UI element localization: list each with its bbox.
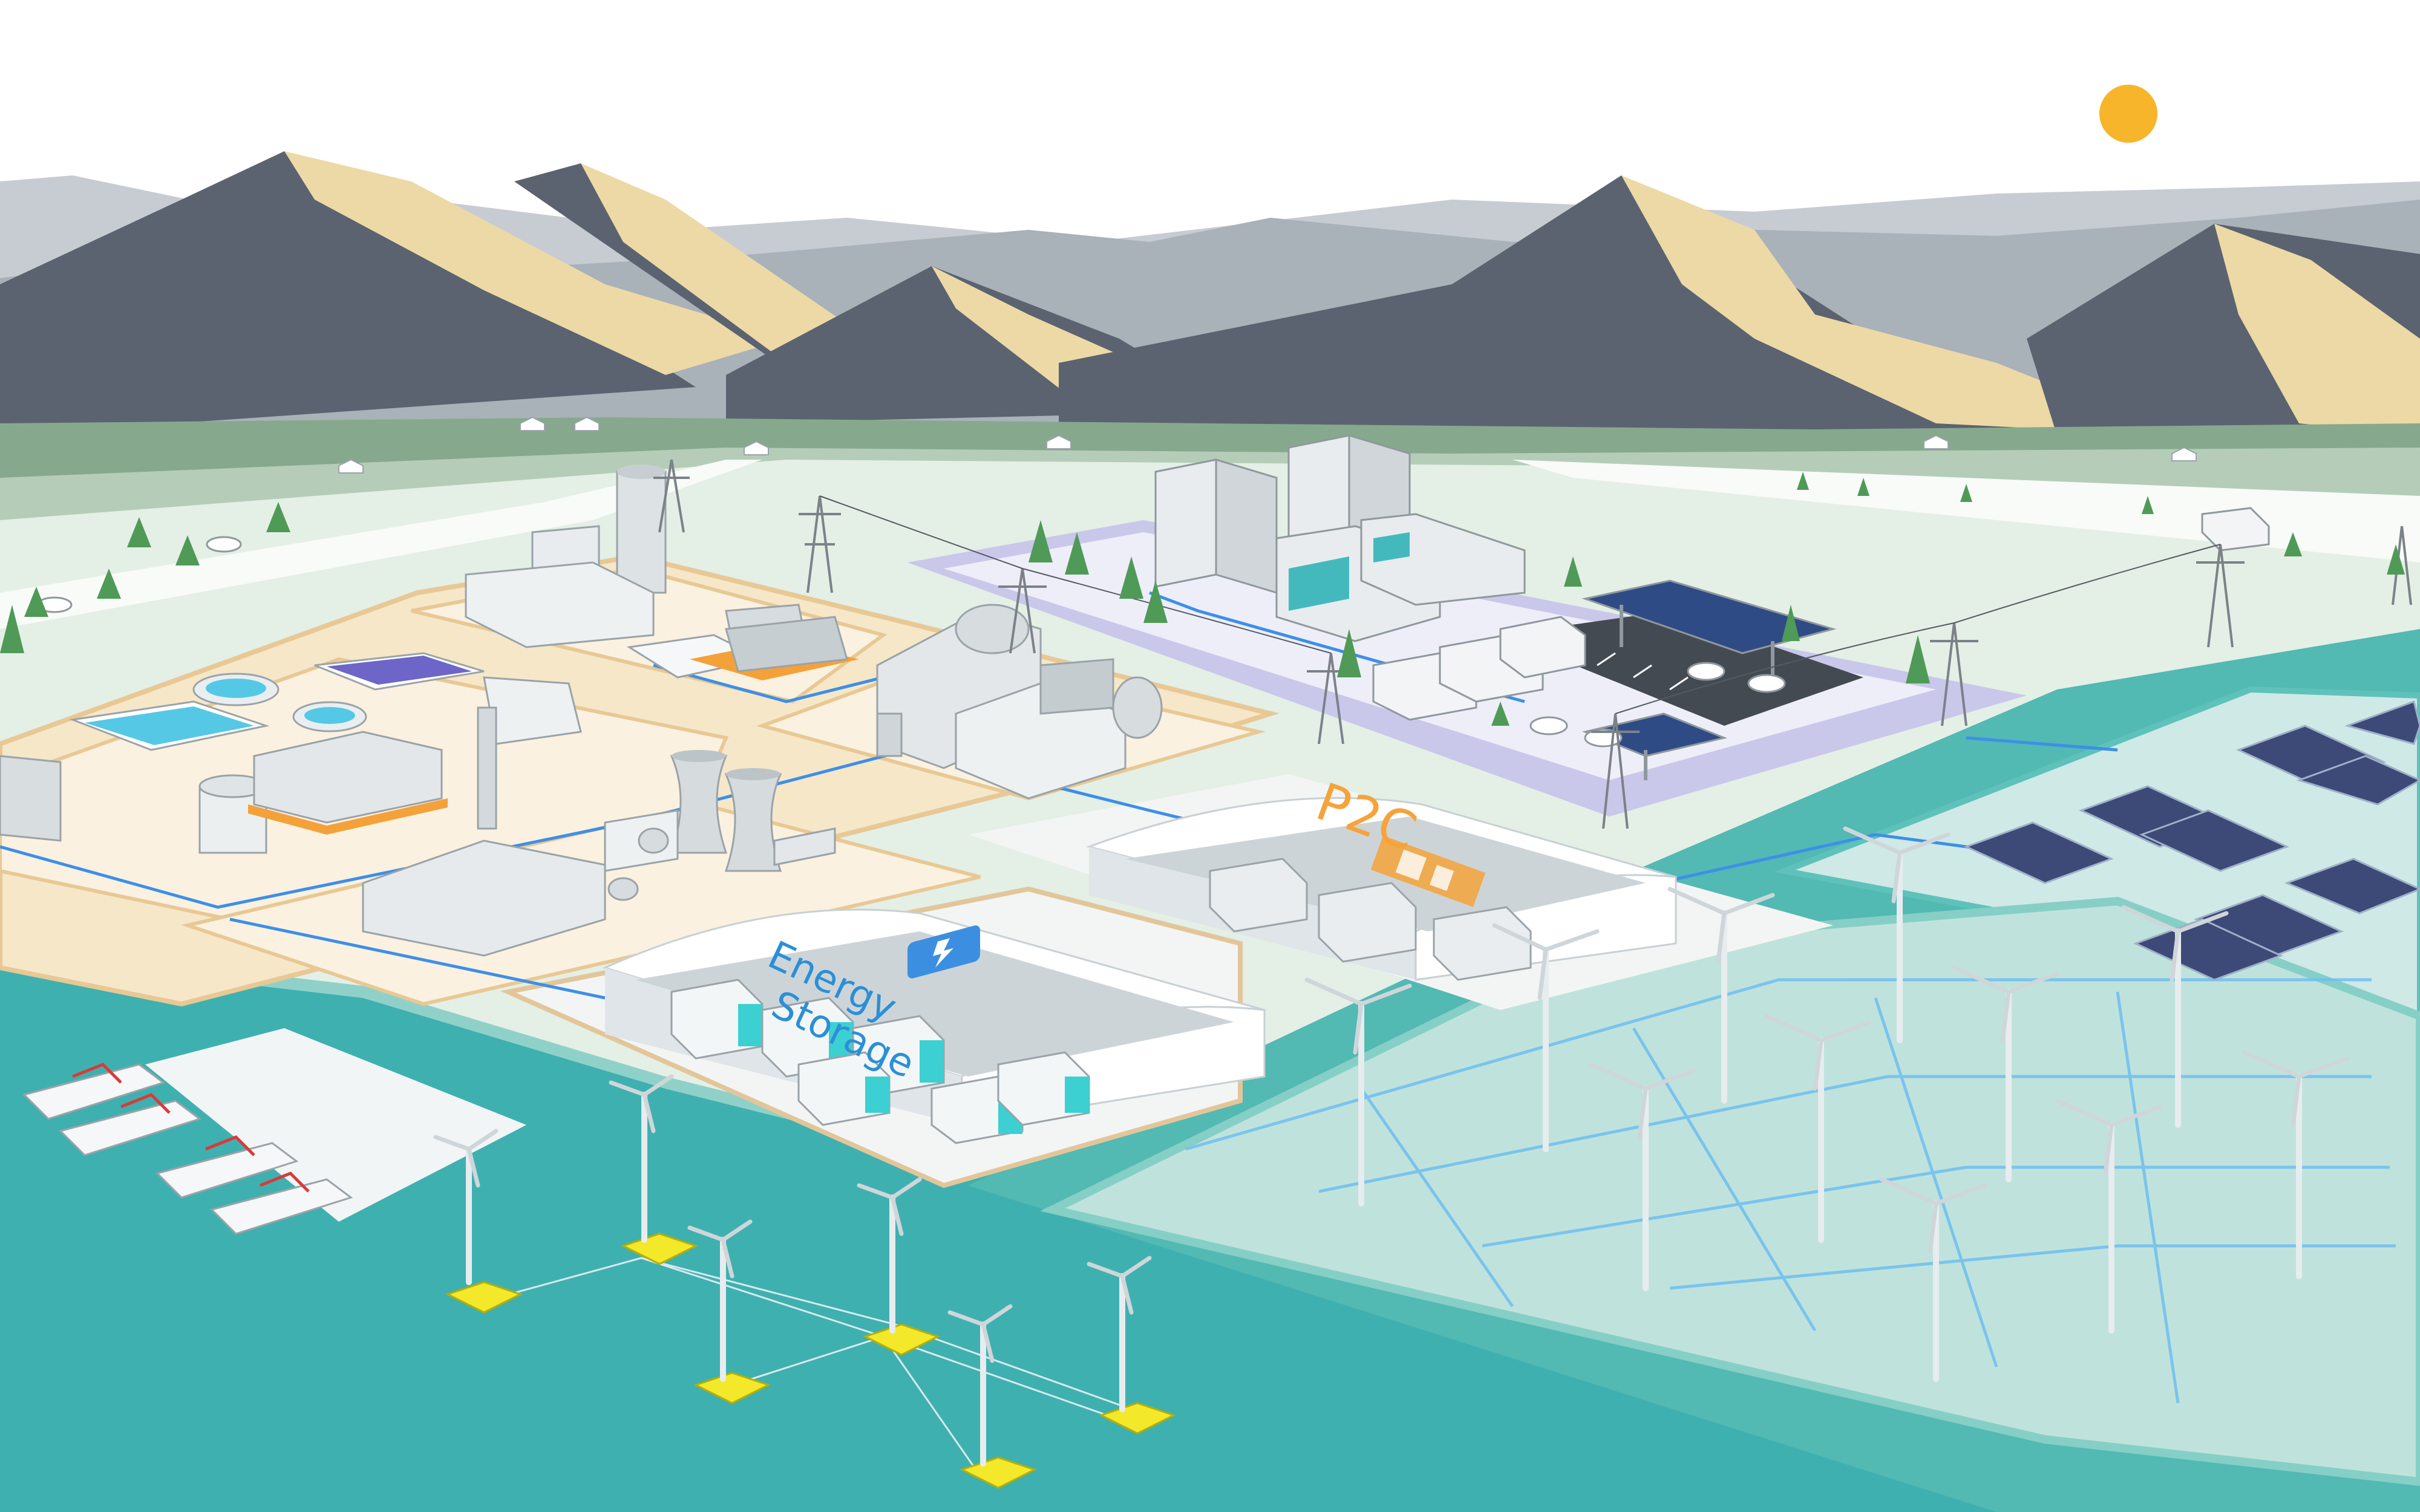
wind-turbine-icon [433, 826, 2350, 1467]
chemical-plant-lower [362, 706, 836, 957]
transmission-tower-icon [653, 459, 2412, 829]
cooling-tower-icon [670, 750, 782, 872]
tree-icon [0, 472, 2405, 726]
road-north [0, 460, 762, 629]
refinery-top [465, 464, 859, 680]
lightning-icon [908, 925, 980, 979]
power-plant-center [876, 604, 1163, 800]
village-houses [338, 416, 2197, 474]
water-treatment-plant [0, 652, 582, 854]
car-icon [36, 536, 1786, 748]
sun-icon [2099, 85, 2157, 143]
ship-icon [22, 1063, 353, 1235]
truck-icon [1372, 507, 2270, 721]
jetty [145, 1028, 526, 1222]
p2c-sign: P2C [1309, 772, 1486, 907]
floater-platforms [445, 1233, 1176, 1489]
road-east [1512, 460, 2420, 562]
battery-container-icon [670, 979, 1090, 1144]
mountain-icon [0, 151, 2420, 435]
building-icon [1154, 434, 1526, 642]
solar-panel-icon [1964, 700, 2420, 981]
parking-lot [1500, 611, 1863, 726]
